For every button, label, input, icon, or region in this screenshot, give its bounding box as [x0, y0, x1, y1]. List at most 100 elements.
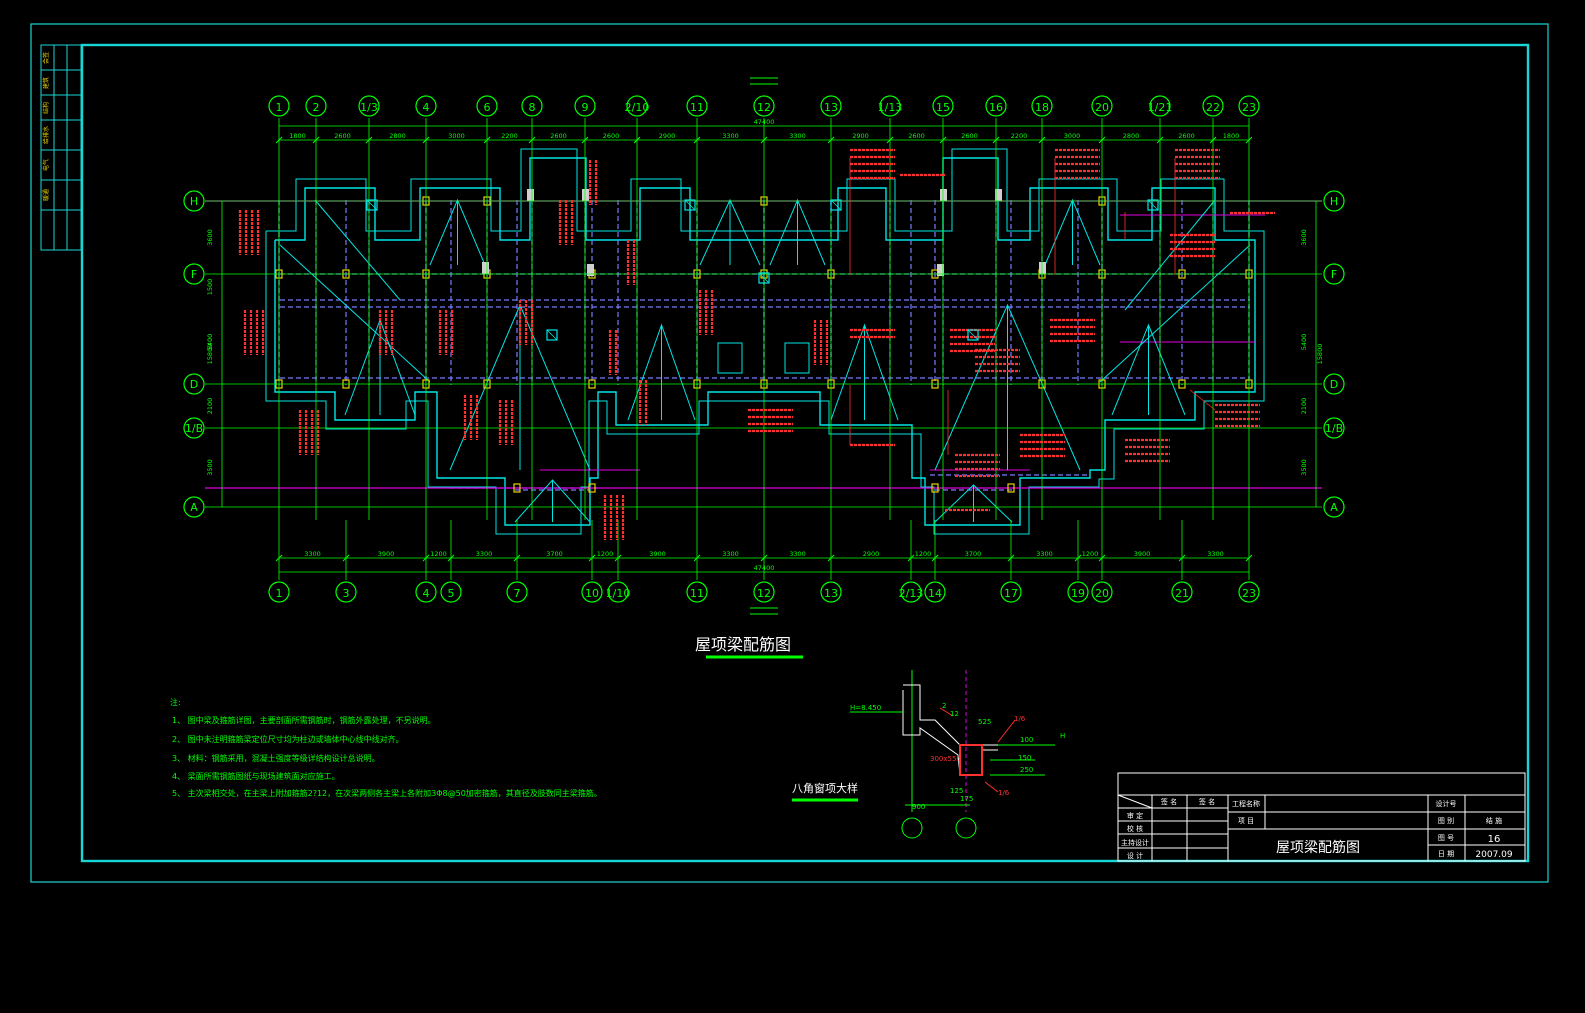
roof-diagonal [1099, 244, 1251, 383]
note-item-2: 2、 图中未注明箍筋梁定位尺寸均为柱边或墙体中心线中线对齐。 [172, 734, 404, 744]
top-dimension-tick [693, 136, 701, 144]
top-dimension-tick [275, 136, 283, 144]
building-outline-outer [265, 148, 1265, 535]
axis-label-top: 11 [690, 101, 704, 114]
axis-label-right: 1/B [1325, 422, 1343, 435]
axis-bubble-left [183, 373, 205, 395]
axis-bubble-left [183, 496, 205, 518]
marker-box [546, 329, 558, 341]
bottom-dimension-label: 3300 [304, 550, 321, 558]
axis-bubble-right [1323, 417, 1345, 439]
bottom-dimension-label: 3300 [1036, 550, 1053, 558]
axis-label-left: H [190, 195, 198, 208]
bottom-dimension-tick [447, 554, 455, 562]
bottom-dimension-tick [342, 554, 350, 562]
column [1007, 483, 1015, 493]
axis-bubble-top [1202, 95, 1224, 117]
detail-title: 八角窗项大样 [792, 781, 858, 795]
axis-label-left: F [191, 268, 197, 281]
axis-label-left: 1/B [185, 422, 203, 435]
axis-bubble-bottom [581, 581, 603, 603]
axis-bubble-bottom [440, 581, 462, 603]
top-dimension-tick [528, 136, 536, 144]
axis-bubble-top [1149, 95, 1171, 117]
axis-label-top: 1 [276, 101, 283, 114]
top-dimension-tick [760, 136, 768, 144]
side-stamp-label: 电气 [42, 159, 50, 171]
bottom-dimension-label: 3900 [649, 550, 666, 558]
axis-label-top: 8 [529, 101, 536, 114]
axis-bubble-left [183, 417, 205, 439]
title-block [1117, 772, 1526, 862]
roof-opening [717, 342, 743, 374]
marker-cross [830, 199, 842, 211]
side-dimension-label: 3500 [206, 459, 214, 476]
axis-bubble-top [1091, 95, 1113, 117]
bottom-dimension-label: 3900 [378, 550, 395, 558]
axis-bubble-bottom [1238, 581, 1260, 603]
top-dimension-label: 3000 [448, 132, 465, 140]
bottom-dimension-label: 1200 [915, 550, 932, 558]
top-dimension-tick [886, 136, 894, 144]
axis-bubble-right [1323, 496, 1345, 518]
axis-label-bottom: 19 [1071, 587, 1085, 600]
top-dimension-label: 2600 [1178, 132, 1195, 140]
bottom-dimension-tick [1098, 554, 1106, 562]
axis-label-bottom: 1/10 [606, 587, 631, 600]
axis-label-top: 1/13 [878, 101, 903, 114]
detail-label: H=8.450 [850, 704, 881, 712]
axis-bubble-top [521, 95, 543, 117]
side-stamp-label: 给排水 [42, 126, 50, 144]
axis-bubble-bottom [506, 581, 528, 603]
roof-diagonal [314, 199, 401, 301]
axis-bubble-top [985, 95, 1007, 117]
wall-pier [582, 189, 589, 201]
top-dimension-label: 2900 [852, 132, 869, 140]
wall-pier [482, 262, 489, 274]
marker-cross [366, 199, 378, 211]
axis-label-top: 20 [1095, 101, 1109, 114]
top-dimension-tick [1156, 136, 1164, 144]
axis-bubble-bottom [1171, 581, 1193, 603]
roof-opening [784, 342, 810, 374]
axis-label-right: A [1330, 501, 1338, 514]
top-dimension-tick [992, 136, 1000, 144]
axis-bubble-bottom [753, 581, 775, 603]
top-dimension-label: 3300 [789, 132, 806, 140]
top-dimension-label: 2600 [334, 132, 351, 140]
axis-label-top: 6 [484, 101, 491, 114]
top-dimension-label: 2200 [501, 132, 518, 140]
detail-label: 2 [942, 702, 946, 710]
axis-bubble-bottom [820, 581, 842, 603]
wall-pier [587, 264, 594, 276]
axis-bubble-bottom [686, 581, 708, 603]
marker-box [830, 199, 842, 211]
marker-box [967, 329, 979, 341]
top-dimension-label: 1800 [1223, 132, 1240, 140]
detail-label: 1/6 [998, 789, 1010, 797]
axis-label-top: 23 [1242, 101, 1256, 114]
bottom-dimension-label: 3300 [722, 550, 739, 558]
bottom-dimension-label: 3300 [476, 550, 493, 558]
bottom-dimension-tick [614, 554, 622, 562]
marker-box [1147, 199, 1159, 211]
axis-bubble-top [1238, 95, 1260, 117]
date-label: 日 期 [1438, 850, 1454, 858]
axis-bubble-left [183, 190, 205, 212]
detail-label: 12 [950, 710, 959, 718]
side-dimension-label: 2100 [206, 398, 214, 415]
axis-bubble-top [305, 95, 327, 117]
side-dimension-label: 1500 [206, 279, 214, 296]
axis-label-bottom: 3 [343, 587, 350, 600]
bottom-dimension-tick [422, 554, 430, 562]
detail-label: 250 [1020, 766, 1033, 774]
axis-label-right: F [1331, 268, 1337, 281]
detail-label: 1/6 [1014, 715, 1026, 723]
axis-label-top: 18 [1035, 101, 1049, 114]
axis-label-bottom: 11 [690, 587, 704, 600]
bottom-dimension-label: 3700 [546, 550, 563, 558]
drawing-category-label: 图 别 [1438, 816, 1454, 825]
wall-pier [527, 189, 534, 201]
roof-diagonal [279, 244, 431, 383]
